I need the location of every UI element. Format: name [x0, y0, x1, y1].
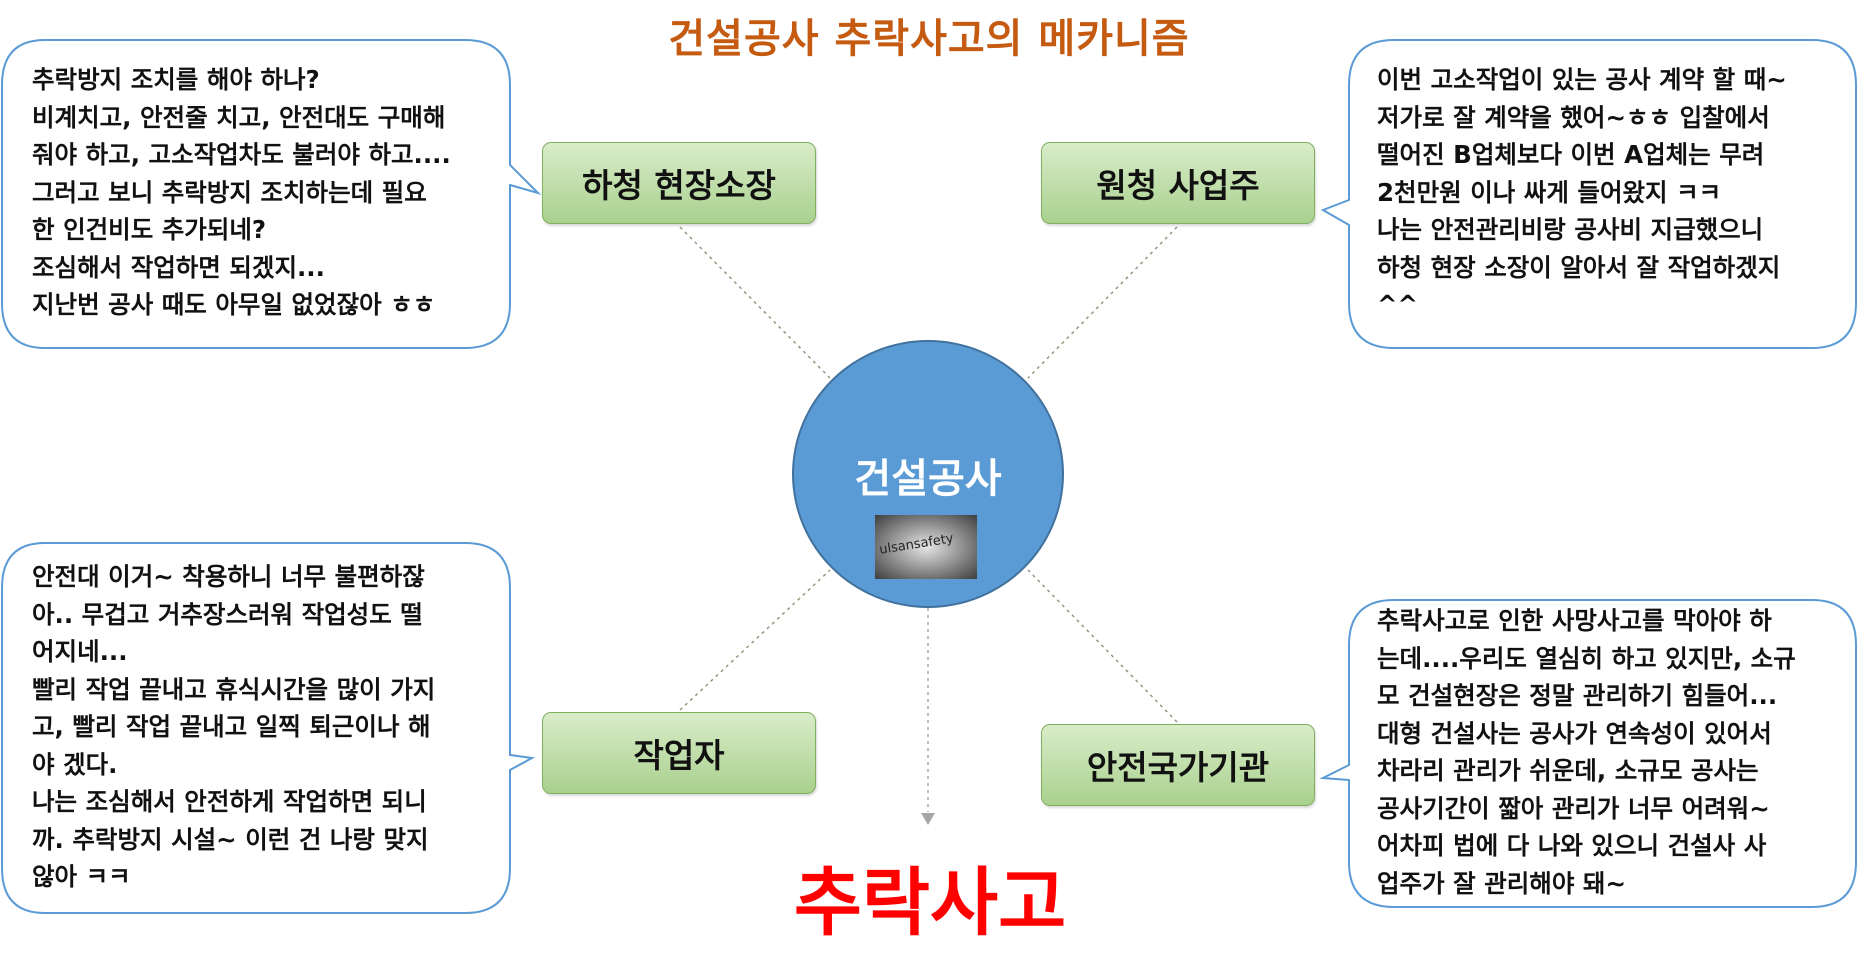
bubble-line: 그러고 보니 추락방지 조치하는데 필요 — [32, 177, 427, 207]
bubble-line: 야 겠다. — [32, 749, 118, 779]
bubble-line: 나는 조심해서 안전하게 작업하면 되니 — [32, 787, 427, 816]
bubble-line: 2천만원 이나 싸게 들어왔지 ㅋㅋ — [1377, 177, 1722, 207]
connector-national-agency — [1027, 569, 1178, 723]
bubble-top-left-outline — [0, 39, 542, 349]
bubble-line: 까. 추락방지 시설~ 이런 건 나랑 맞지 — [32, 824, 429, 854]
bubble-line: 나는 안전관리비랑 공사비 지급했으니 — [1377, 215, 1764, 244]
bubble-line: 하청 현장 소장이 알아서 잘 작업하겠지 — [1377, 252, 1781, 282]
bubble-line: 모 건설현장은 정말 관리하기 힘들어... — [1377, 681, 1778, 710]
bubble-top-right: 이번 고소작업이 있는 공사 계약 할 때~ 저가로 잘 계약을 했어~ㅎㅎ 입… — [1377, 61, 1787, 324]
logo-text: ulsansafety — [878, 531, 955, 558]
connector-prime-owner — [1027, 226, 1178, 379]
bubble-line: 떨어진 B업체보다 이번 A업체는 무려 — [1377, 140, 1765, 169]
bubble-line: 한 인건비도 추가되네? — [32, 215, 267, 244]
bubble-line: 이번 고소작업이 있는 공사 계약 할 때~ — [1377, 65, 1787, 94]
bubble-line: 아.. 무겁고 거추장스러워 작업성도 떨 — [32, 599, 423, 629]
bubble-top-right-outline — [1320, 39, 1857, 349]
bubble-bottom-left: 안전대 이거~ 착용하니 너무 불편하잖 아.. 무겁고 거추장스러워 작업성도… — [32, 558, 435, 896]
bubble-line: ^^ — [1377, 290, 1419, 319]
bubble-bottom-left-outline — [0, 542, 536, 914]
bubble-line: 대형 건설사는 공사가 연속성이 있어서 — [1377, 718, 1772, 748]
bubble-line: 어지네... — [32, 637, 128, 666]
bubble-line: 업주가 잘 관리해야 돼~ — [1377, 868, 1626, 898]
center-label: 건설공사 — [854, 456, 1002, 502]
bubble-line: 줘야 하고, 고소작업차도 불러야 하고.... — [32, 140, 451, 169]
bubble-line: 비계치고, 안전줄 치고, 안전대도 구매해 — [32, 102, 446, 132]
bubble-line: 빨리 작업 끝내고 휴식시간을 많이 가지 — [32, 674, 436, 704]
bubble-line: 는데....우리도 열심히 하고 있지만, 소규 — [1377, 643, 1796, 673]
ulsansafety-logo: ulsansafety — [875, 515, 977, 579]
arrowhead-icon — [921, 813, 935, 825]
bubble-line: 저가로 잘 계약을 했어~ㅎㅎ 입찰에서 — [1377, 102, 1770, 132]
bubble-bottom-right-outline — [1319, 599, 1857, 908]
bubble-bottom-right: 추락사고로 인한 사망사고를 막아야 하 는데....우리도 열심히 하고 있지… — [1377, 602, 1796, 902]
bubble-line: 조심해서 작업하면 되겠지... — [32, 252, 325, 282]
bubble-top-left: 추락방지 조치를 해야 하나? 비계치고, 안전줄 치고, 안전대도 구매해 줘… — [32, 61, 451, 324]
bubble-line: 차라리 관리가 쉬운데, 소규모 공사는 — [1377, 756, 1759, 785]
result-label: 추락사고 — [793, 860, 1067, 946]
bubble-line: 않아 ㅋㅋ — [32, 862, 131, 891]
bubble-line: 고, 빨리 작업 끝내고 일찍 퇴근이나 해 — [32, 712, 431, 741]
role-prime-owner: 원청 사업주 — [1041, 142, 1315, 224]
bubble-line: 공사기간이 짧아 관리가 너무 어려워~ — [1377, 793, 1770, 823]
connector-worker — [679, 569, 831, 711]
connector-subcontractor — [679, 226, 831, 379]
role-national-agency: 안전국가기관 — [1041, 724, 1315, 806]
diagram-title: 건설공사 추락사고의 메카니즘 — [668, 16, 1190, 62]
bubble-line: 추락사고로 인한 사망사고를 막아야 하 — [1377, 606, 1772, 635]
bubble-line: 추락방지 조치를 해야 하나? — [32, 65, 320, 94]
role-subcontractor-manager: 하청 현장소장 — [542, 142, 816, 224]
role-worker: 작업자 — [542, 712, 816, 794]
bubble-line: 지난번 공사 때도 아무일 없었잖아 ㅎㅎ — [32, 290, 436, 319]
bubble-line: 어차피 법에 다 나와 있으니 건설사 사 — [1377, 831, 1767, 860]
bubble-line: 안전대 이거~ 착용하니 너무 불편하잖 — [32, 562, 425, 591]
